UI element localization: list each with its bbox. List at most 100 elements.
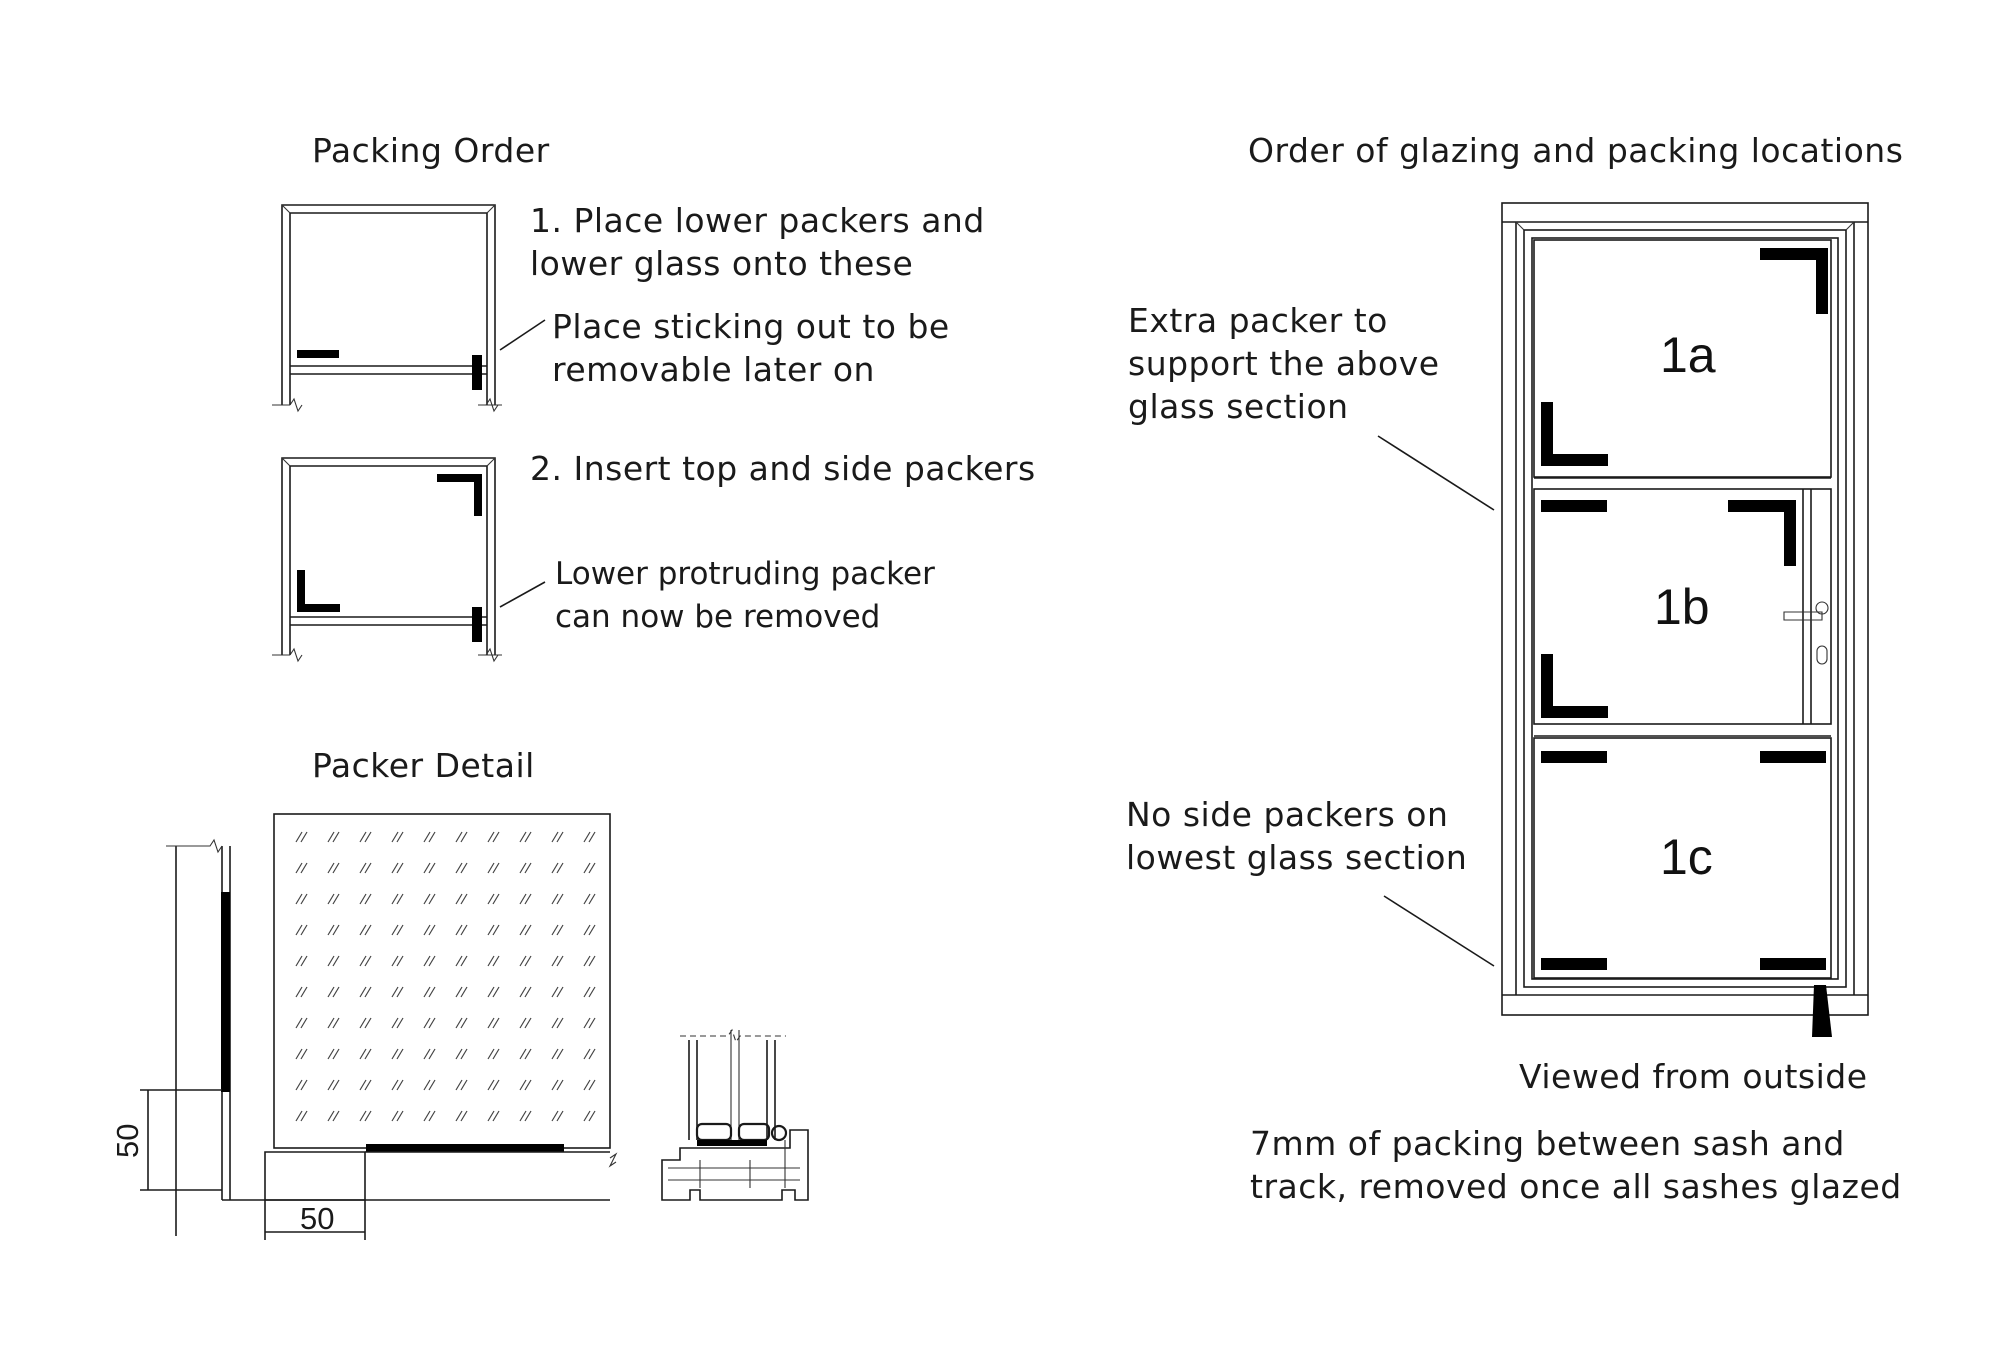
hatch-mark <box>460 893 468 905</box>
hatch-mark <box>295 831 303 843</box>
step1-text-line2: lower glass onto these <box>530 244 913 283</box>
hatch-mark <box>583 831 591 843</box>
note-no-side-line2: lowest glass section <box>1126 838 1467 877</box>
hatch-mark <box>588 986 596 998</box>
hatch-mark <box>588 1110 596 1122</box>
hatch-mark <box>300 1017 308 1029</box>
hatch-mark <box>524 986 532 998</box>
packer-detail-title: Packer Detail <box>312 746 535 785</box>
hatch-mark <box>524 831 532 843</box>
hatch-mark <box>455 924 463 936</box>
step2-note-line2: can now be removed <box>555 599 880 635</box>
hatch-mark <box>295 955 303 967</box>
hatch-mark <box>423 1017 431 1029</box>
hatch-mark <box>364 955 372 967</box>
hatch-mark <box>391 1079 399 1091</box>
hatch-mark <box>300 893 308 905</box>
hatch-mark <box>492 1017 500 1029</box>
hatch-mark <box>556 1048 564 1060</box>
note-extra-line1: Extra packer to <box>1128 301 1388 340</box>
hatch-mark <box>364 1110 372 1122</box>
hatch-mark <box>524 862 532 874</box>
detail-side-packer <box>221 892 230 1092</box>
hatch-mark <box>455 1017 463 1029</box>
viewed-from-outside: Viewed from outside <box>1519 1057 1868 1096</box>
hatch-mark <box>423 1048 431 1060</box>
hatch-mark <box>588 924 596 936</box>
hatch-mark <box>487 893 495 905</box>
hatch-mark <box>487 986 495 998</box>
hatch-mark <box>524 955 532 967</box>
hatch-mark <box>396 831 404 843</box>
hatch-mark <box>300 924 308 936</box>
lower-packer <box>297 350 339 358</box>
hatch-mark <box>588 862 596 874</box>
hatch-mark <box>391 986 399 998</box>
hatch-mark <box>332 831 340 843</box>
hatch-mark <box>295 862 303 874</box>
hatch-mark <box>524 1048 532 1060</box>
hatch-mark <box>327 893 335 905</box>
step1-text-line1: 1. Place lower packers and <box>530 201 985 240</box>
step2-text-line1: 2. Insert top and side packers <box>530 449 1036 488</box>
hatch-mark <box>487 1048 495 1060</box>
packer-1a-side <box>1541 402 1608 466</box>
hatch-mark <box>391 924 399 936</box>
hatch-mark <box>551 862 559 874</box>
hatch-mark <box>295 893 303 905</box>
hatch-mark <box>556 955 564 967</box>
hatch-mark <box>332 1017 340 1029</box>
hatch-mark <box>391 1048 399 1060</box>
hatch-mark <box>428 955 436 967</box>
hatch-mark <box>492 893 500 905</box>
hatch-mark <box>428 862 436 874</box>
step2-frame-diagram <box>272 457 546 663</box>
hatch-mark <box>583 862 591 874</box>
step1-note-line1: Place sticking out to be <box>552 307 950 346</box>
hatch-mark <box>396 893 404 905</box>
hatch-mark <box>423 1079 431 1091</box>
hatch-mark <box>332 955 340 967</box>
hatch-mark <box>556 1110 564 1122</box>
hatch-mark <box>460 1110 468 1122</box>
hatch-mark <box>332 862 340 874</box>
section-1b-label: 1b <box>1654 579 1710 635</box>
hatch-mark <box>583 955 591 967</box>
hatch-mark <box>359 1017 367 1029</box>
frame-profile-section <box>661 1028 809 1201</box>
packer-1a-top <box>1760 248 1828 314</box>
hatch-mark <box>455 955 463 967</box>
hatch-mark <box>396 1110 404 1122</box>
hatch-mark <box>423 862 431 874</box>
hatch-mark <box>460 1079 468 1091</box>
hatch-mark <box>487 1079 495 1091</box>
hatch-mark <box>588 893 596 905</box>
hatch-mark <box>524 1110 532 1122</box>
hatch-mark <box>391 955 399 967</box>
hatch-mark <box>455 1110 463 1122</box>
hatch-mark <box>428 1048 436 1060</box>
hatch-mark <box>396 1017 404 1029</box>
hatch-mark <box>460 986 468 998</box>
hatch-mark <box>556 924 564 936</box>
section-1c-label: 1c <box>1660 829 1713 885</box>
hatch-mark <box>556 831 564 843</box>
hatch-mark <box>391 893 399 905</box>
hatch-mark <box>588 831 596 843</box>
hatch-mark <box>364 1079 372 1091</box>
hatch-mark <box>327 862 335 874</box>
hatch-mark <box>583 1048 591 1060</box>
hatch-mark <box>460 955 468 967</box>
hatch-mark <box>492 1079 500 1091</box>
note-extra-line2: support the above <box>1128 344 1440 383</box>
hatch-mark <box>487 1110 495 1122</box>
hatch-mark <box>551 955 559 967</box>
hatch-mark <box>364 924 372 936</box>
hatch-mark <box>391 1110 399 1122</box>
hatch-mark <box>492 862 500 874</box>
hatch-mark <box>455 831 463 843</box>
glazing-order-title: Order of glazing and packing locations <box>1248 131 1903 170</box>
hatch-mark <box>359 831 367 843</box>
hatch-mark <box>588 1017 596 1029</box>
packer-detail-drawing <box>140 813 618 1240</box>
